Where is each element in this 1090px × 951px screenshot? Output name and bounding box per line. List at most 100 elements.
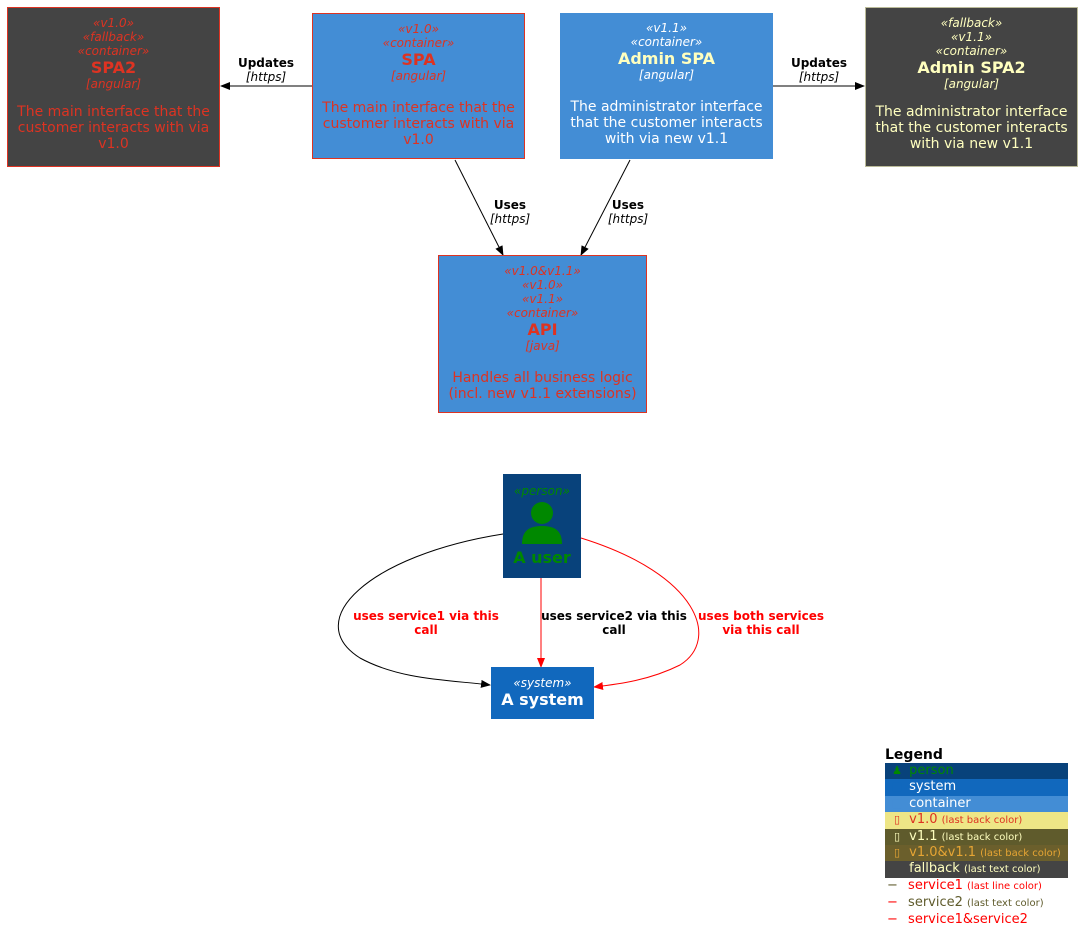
service2-dash-icon: −	[887, 894, 898, 910]
spa2-stereotype-v10: «v1.0»	[93, 16, 134, 30]
admin-spa2-stereotype-v11: «v1.1»	[951, 30, 992, 44]
admin-spa2-description: The administrator interface that the cus…	[875, 104, 1068, 152]
admin-spa-tech: [angular]	[638, 68, 695, 82]
legend-v11-note: (last back color)	[941, 831, 1023, 843]
label-service2-text: uses service2 via this call	[541, 609, 687, 637]
api-stereotype-container: «container»	[506, 306, 579, 320]
legend-v10-note: (last back color)	[941, 815, 1023, 827]
admin-spa2-stereotype-container: «container»	[935, 44, 1008, 58]
legend-service2-note: (last text color)	[967, 897, 1044, 909]
label-service1-text: uses service1 via this call	[353, 609, 499, 637]
system-legend-icon: ■	[891, 780, 903, 794]
legend-title: Legend	[885, 747, 943, 763]
edge-user-service1	[338, 533, 504, 688]
container-legend-icon: ■	[891, 796, 903, 810]
spa-node: «v1.0» «container» SPA [angular] The mai…	[312, 13, 525, 159]
person-name: A user	[513, 548, 571, 567]
legend-v10: ▯ v1.0 (last back color)	[885, 812, 1068, 829]
admin-spa2-name: Admin SPA2	[917, 58, 1026, 77]
service12-dash-icon: −	[887, 911, 898, 927]
legend-system-label: system	[909, 779, 957, 795]
spa2-node: «v1.0» «fallback» «container» SPA2 [angu…	[7, 7, 220, 167]
label-service1: uses service1 via this call	[346, 609, 506, 637]
label-spa-updates-tech: [https]	[245, 70, 287, 84]
spa-description: The main interface that the customer int…	[322, 100, 515, 148]
spa-tech: [angular]	[390, 69, 447, 83]
person-stereotype: «person»	[514, 484, 570, 498]
label-admin-uses: Uses [https]	[598, 198, 658, 226]
service1-dash-icon: −	[887, 877, 898, 893]
admin-spa-name: Admin SPA	[617, 49, 716, 68]
label-admin-updates-text: Updates	[790, 56, 848, 70]
legend-service12-label: service1&service2	[908, 911, 1028, 927]
legend-service12: − service1&service2	[885, 912, 1068, 928]
spa-name: SPA	[401, 50, 436, 69]
person-legend-icon: ♟	[892, 764, 902, 777]
api-stereotype-v11: «v1.1»	[522, 292, 563, 306]
legend-fallback: fallback (last text color)	[885, 861, 1068, 878]
legend-fallback-label: fallback	[909, 861, 960, 877]
admin-spa-stereotype-v11: «v1.1»	[646, 21, 687, 35]
label-spa-updates: Updates [https]	[228, 56, 304, 84]
legend-v1011: ▯ v1.0&v1.1 (last back color)	[885, 844, 1068, 862]
legend-v11-label: v1.1	[909, 828, 938, 844]
spa-stereotype-v10: «v1.0»	[398, 22, 439, 36]
legend-v10-label: v1.0	[909, 812, 938, 828]
spa2-tech: [angular]	[85, 77, 142, 91]
spa2-stereotype-fallback: «fallback»	[82, 30, 145, 44]
label-spa-updates-text: Updates	[237, 56, 295, 70]
v1011-legend-icon: ▯	[893, 845, 901, 859]
api-stereotype-v10v11: «v1.0&v1.1»	[504, 264, 581, 278]
person-icon	[522, 502, 562, 544]
spa-stereotype-container: «container»	[382, 36, 455, 50]
person-node: «person» A user	[503, 474, 581, 578]
legend-v1011-note: (last back color)	[980, 847, 1061, 859]
legend-container-label: container	[909, 795, 971, 811]
api-tech: [java]	[525, 339, 560, 353]
legend-person: ♟ person	[885, 763, 1068, 780]
api-name: API	[527, 320, 558, 339]
admin-spa-description: The administrator interface that the cus…	[570, 99, 763, 147]
edge-spa-to-api	[454, 159, 504, 256]
legend-service1: − service1 (last line color)	[885, 878, 1068, 895]
system-node: «system» A system	[491, 667, 594, 719]
label-both-text: uses both services via this call	[698, 609, 824, 637]
legend-person-label: person	[909, 763, 954, 778]
label-spa-uses-text: Uses	[493, 198, 527, 212]
spa2-stereotype-container: «container»	[77, 44, 150, 58]
legend-container: ■ container	[885, 795, 1068, 813]
v11-legend-icon: ▯	[893, 829, 901, 843]
api-stereotype-v10: «v1.0»	[522, 278, 563, 292]
label-service2: uses service2 via this call	[534, 609, 694, 637]
legend: Legend ♟ person ■ system ■ container ▯ v…	[885, 747, 1068, 928]
admin-spa-node: «v1.1» «container» Admin SPA [angular] T…	[560, 13, 773, 159]
admin-spa2-tech: [angular]	[943, 77, 1000, 91]
edge-admin-to-api	[580, 159, 631, 256]
admin-spa-stereotype-container: «container»	[630, 35, 703, 49]
spa2-name: SPA2	[90, 58, 137, 77]
label-both: uses both services via this call	[692, 609, 830, 637]
legend-service2: − service2 (last text color)	[885, 895, 1068, 912]
legend-v11: ▯ v1.1 (last back color)	[885, 828, 1068, 845]
system-name: A system	[501, 690, 584, 709]
legend-service1-note: (last line color)	[967, 880, 1042, 892]
legend-system: ■ system	[885, 779, 1068, 796]
legend-fallback-note: (last text color)	[963, 864, 1041, 876]
legend-service2-label: service2	[908, 894, 963, 910]
edge-user-both	[580, 537, 700, 690]
api-node: «v1.0&v1.1» «v1.0» «v1.1» «container» AP…	[438, 255, 647, 413]
legend-service1-label: service1	[908, 877, 963, 893]
label-spa-uses: Uses [https]	[480, 198, 540, 226]
system-stereotype: «system»	[513, 676, 572, 690]
api-description: Handles all business logic (incl. new v1…	[448, 370, 637, 402]
v10-legend-icon: ▯	[893, 813, 901, 827]
admin-spa2-node: «fallback» «v1.1» «container» Admin SPA2…	[865, 7, 1078, 167]
label-admin-uses-tech: [https]	[607, 212, 649, 226]
spa2-description: The main interface that the customer int…	[17, 104, 210, 152]
label-admin-uses-text: Uses	[611, 198, 645, 212]
label-admin-updates-tech: [https]	[798, 70, 840, 84]
admin-spa2-stereotype-fallback: «fallback»	[940, 16, 1003, 30]
label-admin-updates: Updates [https]	[781, 56, 857, 84]
legend-v1011-label: v1.0&v1.1	[909, 844, 977, 860]
